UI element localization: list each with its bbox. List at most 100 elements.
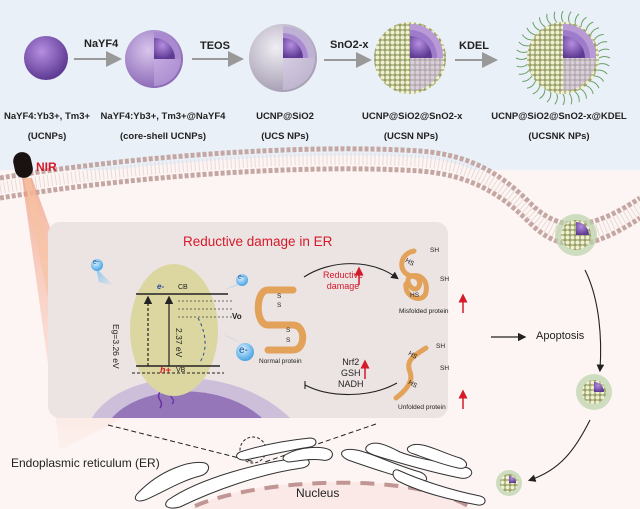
kdel-peptide-strand <box>580 16 587 27</box>
kdel-peptide-strand <box>553 11 558 23</box>
reagent-teos: TEOS <box>200 40 230 52</box>
er-targeting-arrow <box>527 419 591 482</box>
nir-label: NIR <box>36 160 57 174</box>
kdel-peptide-strand <box>596 69 608 75</box>
disulfide-label: S <box>277 302 282 309</box>
membrane-inner-layer <box>0 166 640 247</box>
reagent-kdel: KDEL <box>459 40 489 52</box>
er-zoom-panel <box>48 222 448 418</box>
antioxidant-list: Nrf2 GSH NADH <box>338 357 364 390</box>
misfolded-protein-icon <box>399 248 429 301</box>
kdel-peptide-strand <box>594 75 605 82</box>
kdel-peptide-strand <box>574 13 580 25</box>
reagent-nayf4: NaYF4 <box>84 38 118 50</box>
ucsnk-particle-entering <box>555 214 597 256</box>
kdel-peptide-strand <box>518 41 530 47</box>
reductive-damage-line-1: Reductive <box>323 270 364 280</box>
antioxidant-nadh: NADH <box>338 379 364 389</box>
band-electron-label: e- <box>157 282 165 291</box>
kdel-peptide-strand <box>546 91 552 103</box>
kdel-peptide-strand <box>598 63 610 67</box>
hole-label: h+ <box>160 365 171 375</box>
bandgap-label: Eg=3.26 eV <box>111 324 121 369</box>
kdel-peptide-strand <box>585 85 594 95</box>
disulfide-label: S <box>286 337 291 344</box>
np-abbr-ucsnk: (UCSNK NPs) <box>528 131 590 142</box>
kdel-peptide-strand <box>562 93 565 106</box>
kdel-peptide-strand <box>598 48 610 53</box>
core-shell-ucnp-particle <box>125 30 183 88</box>
kdel-peptide-strand <box>516 49 528 53</box>
reductive-damage-line-2: damage <box>326 281 360 291</box>
membrane-outer-layer <box>0 146 640 227</box>
thiol-label: SH <box>430 247 440 254</box>
ucs-particle <box>249 24 317 92</box>
np-abbr-ucnp: (UCNPs) <box>27 131 67 142</box>
kdel-peptide-strand <box>568 11 572 23</box>
electron-icon <box>223 334 254 361</box>
np-label-ucnp: NaYF4:Yb3+, Tm3+ <box>3 111 91 122</box>
thiol-label: SH <box>440 365 450 372</box>
electron-label: e- <box>239 345 248 356</box>
kdel-peptide-strand <box>561 10 564 23</box>
ucsnk-particle-er <box>496 470 522 496</box>
kdel-peptide-strand <box>593 34 604 41</box>
apoptosis-label: Apoptosis <box>536 330 585 342</box>
kdel-peptide-strand <box>516 63 528 68</box>
ucnp-core-particle <box>24 36 68 80</box>
kdel-peptide-strand <box>546 13 552 25</box>
ucsn-particle <box>374 22 446 94</box>
thiol-label: SH <box>440 276 450 283</box>
kdel-peptide-strand <box>598 56 611 59</box>
nir-laser-icon <box>13 152 33 178</box>
kdel-peptide-strand <box>590 80 600 89</box>
zoom-line-right <box>264 423 377 463</box>
thiol-label: HS <box>410 292 420 299</box>
kdel-peptide-strand <box>539 17 546 28</box>
disulfide-label: S <box>286 327 291 334</box>
disulfide-label: S <box>277 293 282 300</box>
normal-protein-icon <box>254 286 307 354</box>
np-label-ucsnk: UCNP@SiO2@SnO2-x@KDEL <box>491 111 627 122</box>
kdel-peptide-strand <box>526 80 536 89</box>
kdel-peptide-strand <box>554 93 558 105</box>
er-label: Endoplasmic reticulum (ER) <box>11 456 160 470</box>
antioxidant-nrf2: Nrf2 <box>342 357 360 367</box>
electron-icon <box>224 274 248 290</box>
nucleus <box>190 481 470 509</box>
kdel-peptide-strand <box>515 57 528 60</box>
unfolded-protein-label: Unfolded protein <box>398 404 446 411</box>
antioxidant-gsh: GSH <box>341 368 361 378</box>
cb-label: CB <box>178 284 188 291</box>
defect-gap-label: 2.37 eV <box>174 328 184 358</box>
er-panel-title: Reductive damage in ER <box>183 234 333 249</box>
kdel-peptide-strand <box>585 21 594 31</box>
vb-label: VB <box>176 367 186 374</box>
unfolded-protein-icon <box>393 345 429 401</box>
reagent-text: NaYF4 <box>84 38 119 50</box>
kdel-peptide-strand <box>526 27 536 36</box>
thiol-label: SH <box>436 343 446 350</box>
kdel-peptide-strand <box>568 93 573 105</box>
np-abbr-core-shell: (core-shell UCNPs) <box>119 131 207 142</box>
reagent-sno2x: SnO2-x <box>330 39 369 51</box>
kdel-peptide-strand <box>522 75 533 82</box>
electron-label: e- <box>93 259 100 266</box>
kdel-peptide-strand <box>590 27 600 36</box>
kdel-peptide-strand <box>574 91 580 103</box>
np-label-ucs: UCNP@SiO2 <box>256 111 314 122</box>
ucsnk-particle-internalized <box>576 374 612 410</box>
repair-inhibition-line <box>304 382 398 396</box>
endoplasmic-reticulum-icon <box>134 437 486 509</box>
zoom-line-left <box>107 424 256 463</box>
np-abbr-ucsn: (UCSN NPs) <box>383 131 439 142</box>
np-abbr-ucs: (UCS NPs) <box>261 131 309 142</box>
reductive-damage-label: Reductive damage <box>323 270 363 292</box>
ucsnk-particle <box>515 10 611 106</box>
internalization-arrow <box>584 269 605 373</box>
kdel-peptide-strand <box>521 34 532 41</box>
electron-label: e- <box>238 274 245 281</box>
kdel-peptide-strand <box>580 88 587 99</box>
np-label-ucsn: UCNP@SiO2@SnO2-x <box>362 111 463 122</box>
